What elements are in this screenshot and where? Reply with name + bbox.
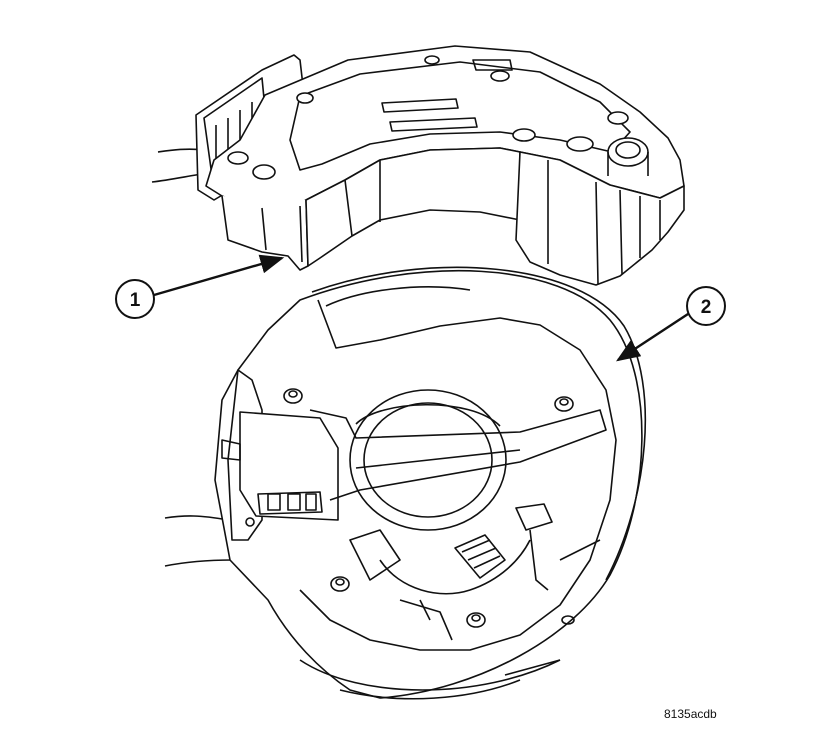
callout-1-label: 1 bbox=[130, 290, 141, 311]
callout-1: 1 bbox=[115, 254, 285, 319]
callout-2-circle bbox=[686, 286, 726, 326]
callout-2: 2 bbox=[615, 286, 726, 362]
callout-2-label: 2 bbox=[701, 297, 712, 318]
callout-1-leader bbox=[153, 254, 285, 297]
callout-1-circle bbox=[115, 279, 155, 319]
upper-component bbox=[151, 45, 685, 286]
lower-component bbox=[164, 266, 647, 700]
figure-id: 8135acdb bbox=[664, 707, 717, 721]
callout-2-leader bbox=[615, 312, 689, 362]
